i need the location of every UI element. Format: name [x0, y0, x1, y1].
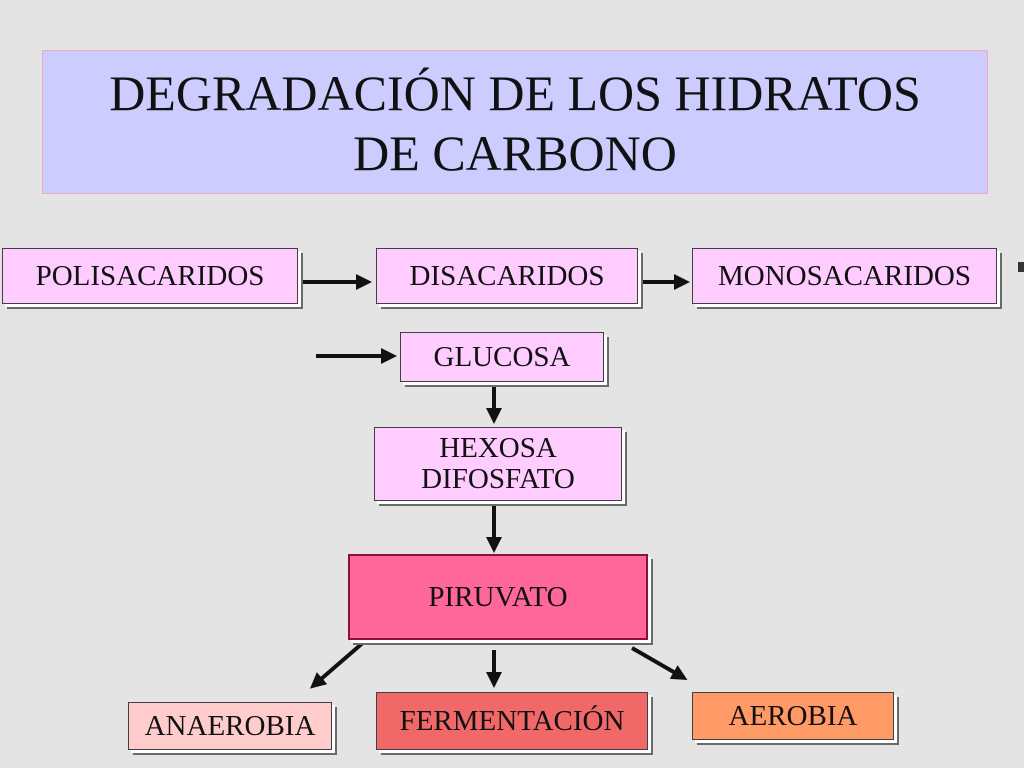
slide-title: DEGRADACIÓN DE LOS HIDRATOS DE CARBONO: [42, 50, 988, 194]
node-glucosa: GLUCOSA: [400, 332, 604, 382]
node-glucosa-label: GLUCOSA: [433, 340, 571, 373]
node-fermentacion: FERMENTACIÓN: [376, 692, 648, 750]
title-line-1: DEGRADACIÓN DE LOS HIDRATOS: [109, 65, 921, 121]
edge-mark: [1018, 262, 1024, 272]
node-hexosa-label-line2: DIFOSFATO: [421, 463, 575, 495]
node-aerobia-label: AEROBIA: [728, 699, 858, 732]
node-monosacaridos: MONOSACARIDOS: [692, 248, 997, 304]
node-anaerobia-label: ANAEROBIA: [144, 709, 316, 742]
node-disacaridos: DISACARIDOS: [376, 248, 638, 304]
node-piruvato: PIRUVATO: [348, 554, 648, 640]
node-polisacaridos: POLISACARIDOS: [2, 248, 298, 304]
arrow-piruvato-to-anaerobia: [309, 639, 367, 689]
node-monosacaridos-label: MONOSACARIDOS: [718, 259, 971, 292]
node-piruvato-label: PIRUVATO: [428, 580, 568, 613]
node-fermentacion-label: FERMENTACIÓN: [399, 704, 625, 737]
node-disacaridos-label: DISACARIDOS: [409, 259, 605, 292]
node-anaerobia: ANAEROBIA: [128, 702, 332, 750]
node-hexosa-difosfato: HEXOSA DIFOSFATO: [374, 427, 622, 501]
node-aerobia: AEROBIA: [692, 692, 894, 740]
node-polisacaridos-label: POLISACARIDOS: [35, 259, 265, 292]
arrow-piruvato-to-aerobia: [631, 646, 688, 680]
title-line-2: DE CARBONO: [353, 125, 677, 181]
node-hexosa-label-line1: HEXOSA: [439, 432, 557, 464]
